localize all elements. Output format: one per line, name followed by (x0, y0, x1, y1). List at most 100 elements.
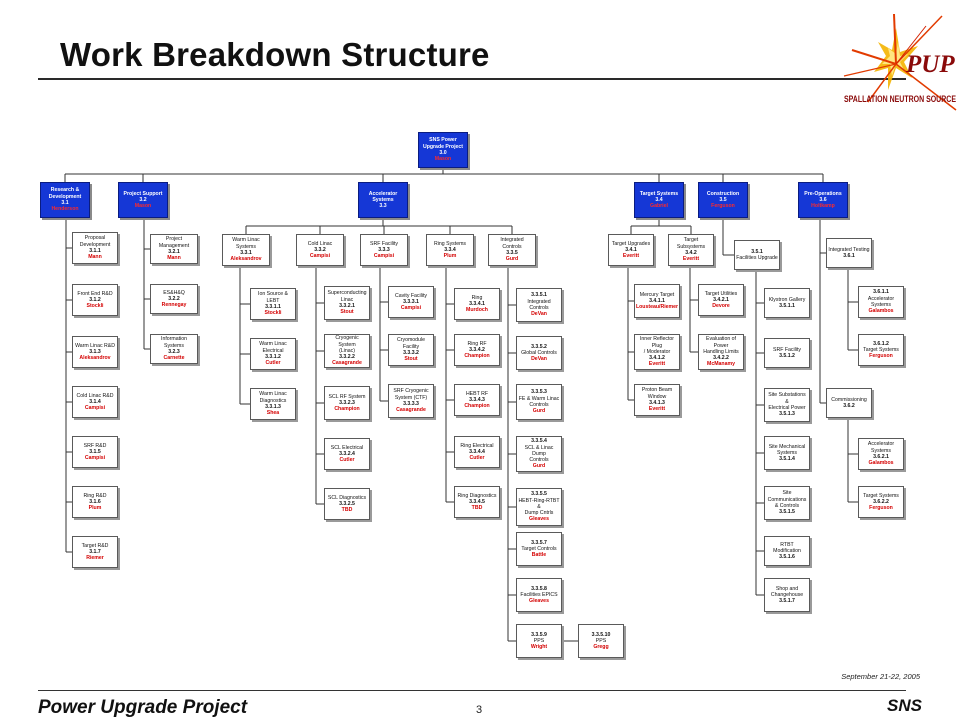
wbs-box-label: Cold Linac R&D (76, 392, 114, 399)
wbs-box-label: Site Communications (767, 490, 807, 503)
wbs-box-label: Changehouse (770, 591, 804, 598)
wbs-box-label: Site Substations & (768, 392, 806, 405)
wbs-box-label: PPS (533, 637, 545, 644)
wbs-box-label: 3.5.1.7 (779, 598, 795, 605)
wbs-box-label: 3.3.5.1 (531, 292, 547, 299)
wbs-box-lead: Gregg (593, 644, 609, 651)
wbs-box-label: Global Controls (521, 349, 557, 356)
wbs-box-lead: Everitt (648, 406, 666, 413)
wbs-box-label: 3.3.3.1 (403, 298, 419, 305)
wbs-box-lead: Cutler (469, 455, 485, 462)
wbs-box-label: 3.3.5.8 (531, 585, 547, 592)
wbs-box-label: SRF Facility (370, 240, 398, 247)
wbs-box-lead: Carnette (163, 355, 185, 362)
wbs-box-label: 3.3.1.1 (265, 304, 281, 310)
wbs-box-label: 3.4.2.2 (713, 355, 729, 362)
wbs-box-lead: Campisi (309, 253, 331, 260)
wbs-box-label: Proton Beam Window (641, 387, 673, 400)
wbs-box-lead: Rennegay (161, 302, 187, 309)
wbs-box-label: 3.3.5.5 (531, 491, 547, 498)
wbs-box-label: SCL RF System (328, 393, 366, 400)
wbs-box-label: SRF R&D (83, 442, 107, 449)
wbs-box-label: Electrical Power (768, 405, 806, 411)
wbs-box-label: Pre-Operations (804, 190, 842, 197)
wbs-box-label: 3.3.5 (506, 250, 518, 256)
wbs-box-label: 3.3.4.4 (469, 448, 485, 455)
wbs-box-lead: Champion (464, 403, 490, 410)
wbs-box-label: (Linac) (339, 347, 355, 354)
wbs-box-label: Integrated Testing (828, 246, 870, 253)
wbs-box-label: Electrical (262, 347, 284, 354)
wbs-box-lead: Cutler (339, 457, 355, 464)
wbs-box-label: Warm Linac (259, 341, 287, 348)
wbs-box-label: SRF Cryogenic (393, 388, 429, 395)
wbs-box-lead: TBD (471, 505, 483, 512)
wbs-box-label: 3.3.2.2 (339, 354, 355, 361)
wbs-box-label: Evaluation of Power (706, 336, 736, 349)
wbs-box-label: Research & (50, 187, 80, 194)
wbs-box-label: 3.5.1.1 (779, 303, 795, 309)
wbs-box-label: Ring R&D (83, 492, 107, 499)
wbs-box-label: Development (79, 241, 111, 248)
wbs-box-lead: Gurd (532, 463, 546, 470)
wbs-box-label: 3.6.1.2 (873, 340, 889, 347)
wbs-box-lead: Lousteau/Riemer (635, 304, 679, 311)
wbs-box-lead: Stockli (264, 310, 282, 317)
wbs-box-label: Facilities EPICS (520, 591, 558, 598)
wbs-box-label: Site Mechanical (768, 443, 806, 450)
wbs-box-lead: Everitt (682, 256, 700, 263)
wbs-box-label: Controls (529, 402, 549, 408)
wbs-box-lead: Aleksandrov (230, 256, 262, 263)
wbs-box-lead: Plum (88, 505, 102, 512)
svg-text:SPALLATION NEUTRON SOURCE: SPALLATION NEUTRON SOURCE (844, 94, 956, 104)
wbs-box-label: 3.5.1.3 (779, 411, 795, 418)
wbs-box-label: 3.3.5.7 (531, 539, 547, 546)
wbs-box-label: / Moderator (643, 348, 671, 355)
wbs-box-label: 3.2 (139, 196, 147, 203)
wbs-box-label: 3.3.3.3 (403, 401, 419, 407)
wbs-box-label: 3.4.2.1 (713, 296, 729, 303)
wbs-box-lead: McManamy (707, 361, 735, 368)
wbs-box-label: 3.3.5.9 (531, 631, 547, 638)
wbs-box-label: 3.5.1.4 (779, 456, 795, 463)
pup-sns-logo: PUP SPALLATION NEUTRON SOURCE (838, 6, 960, 118)
wbs-box-label: 3.1.7 (89, 548, 101, 555)
wbs-box-label: 3.3.2.5 (339, 500, 355, 507)
wbs-box-label: SCL & Linac Dump (524, 444, 554, 457)
wbs-box-lead: Aleksandrov (79, 355, 111, 362)
wbs-box-label: 3.6 (819, 196, 827, 203)
wbs-box-lead: Campisi (84, 405, 106, 412)
wbs-box-label: Target Upgrades (611, 240, 651, 247)
wbs-box-label: 3.4.1.3 (649, 400, 665, 406)
wbs-box-lead: Devore (712, 303, 730, 310)
wbs-box-label: 3.1.5 (89, 448, 101, 455)
wbs-box-label: 3.4 (655, 196, 663, 203)
wbs-box-label: & Controls (774, 503, 800, 509)
